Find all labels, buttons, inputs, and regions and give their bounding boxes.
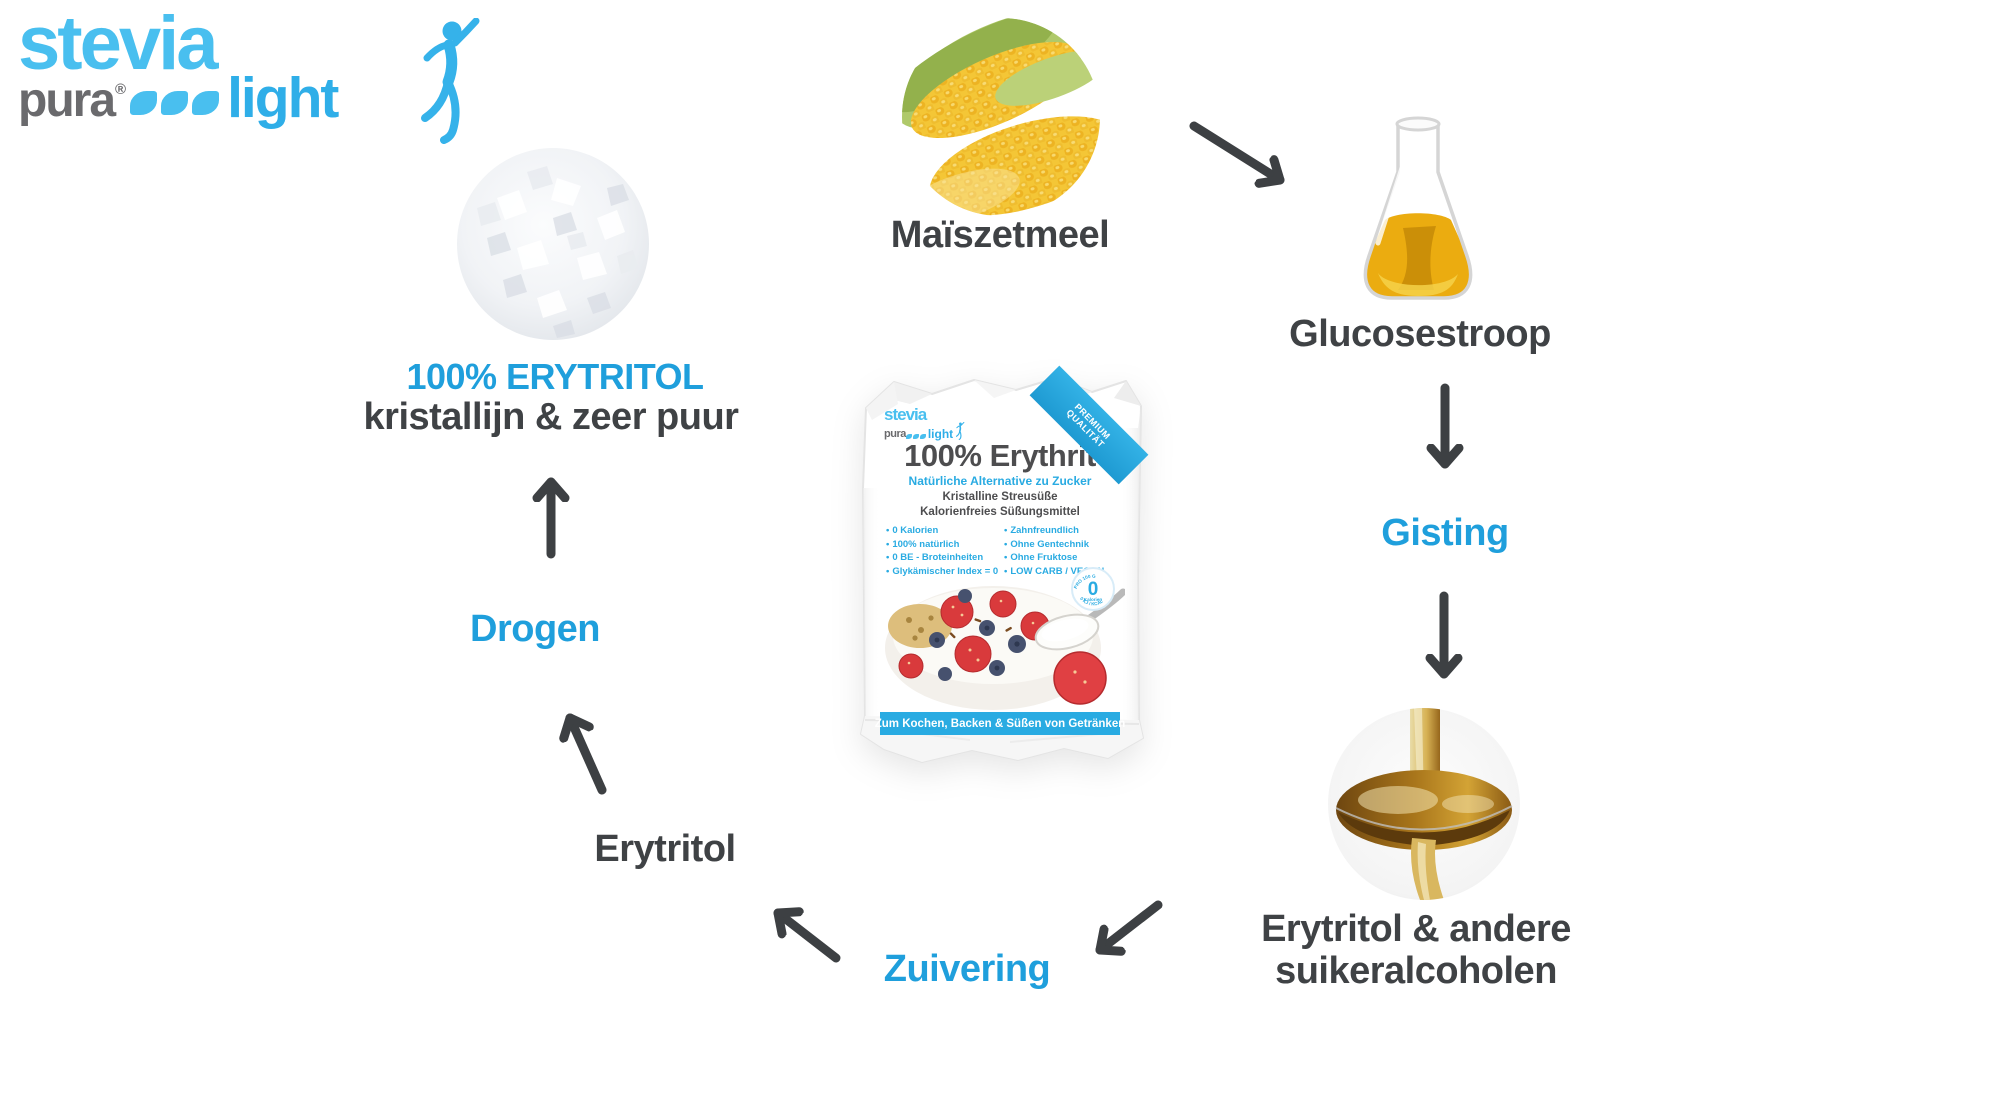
logo-stevia-text: stevia bbox=[18, 1, 219, 86]
package-subtitle: Natürliche Alternative zu Zucker bbox=[908, 474, 1092, 488]
package-logo-light: light bbox=[927, 427, 954, 441]
label-drogen: Drogen bbox=[470, 608, 601, 650]
package-title: 100% Erythrit bbox=[904, 438, 1096, 473]
leaf-icon bbox=[192, 91, 220, 116]
leaf-icon bbox=[913, 434, 920, 439]
logo-pura-text: pura bbox=[18, 74, 116, 128]
package-logo-stevia: stevia bbox=[884, 405, 927, 424]
package-bullets-left: •0 Kalorien •100% natürlich •0 BE - Brot… bbox=[886, 524, 998, 578]
label-erytritol: Erytritol bbox=[594, 828, 736, 870]
badge-value: 0 bbox=[1088, 579, 1099, 600]
flask-image bbox=[1363, 116, 1473, 300]
label-suikeralcoholen-line2: suikeralcoholen bbox=[1275, 950, 1557, 992]
jumping-person-icon bbox=[421, 18, 480, 144]
syrup-image bbox=[1328, 708, 1520, 900]
bullet-item: •Ohne Fruktose bbox=[1004, 552, 1078, 563]
leaf-icon bbox=[920, 434, 927, 439]
bullet-item: •100% natürlich bbox=[886, 538, 960, 550]
label-glucosestroop: Glucosestroop bbox=[1289, 313, 1551, 355]
label-suikeralcoholen: Erytritol & andere suikeralcoholen bbox=[1261, 908, 1571, 992]
bullet-item: •0 Kalorien bbox=[886, 525, 939, 536]
label-gisting: Gisting bbox=[1381, 512, 1509, 554]
leaf-icon bbox=[161, 91, 189, 116]
arrow-corn-to-flask bbox=[1189, 121, 1285, 180]
arrow-erytritol-to-drogen bbox=[570, 713, 607, 795]
package-logo-pura: pura bbox=[884, 428, 906, 440]
logo-light-text: light bbox=[227, 66, 339, 130]
label-final-line1: 100% ERYTRITOL bbox=[406, 356, 704, 397]
leaf-icon bbox=[906, 434, 913, 439]
jumping-person-icon bbox=[956, 422, 965, 440]
package-logo: stevia pura light bbox=[884, 406, 965, 440]
arrow-suikeralcoholen-to-zuivering bbox=[1095, 900, 1163, 950]
label-zuivering: Zuivering bbox=[883, 948, 1051, 990]
package-banner: Zum Kochen, Backen & Süßen von Getränken bbox=[875, 712, 1125, 735]
badge-label: Kalorien bbox=[1084, 597, 1103, 602]
crystals-image bbox=[457, 148, 649, 340]
brand-logo: stevia pura ® light bbox=[18, 1, 480, 146]
label-final-line2: kristallijn & zeer puur bbox=[363, 396, 739, 438]
arrow-zuivering-to-erytritol bbox=[773, 913, 841, 963]
zero-calories-badge: PRO 100 G 0 KJ / KCAL 0 Kalorien bbox=[1071, 567, 1115, 611]
package-line1: Kristalline Streusüße bbox=[942, 491, 1058, 503]
bullet-item: •Glykämischer Index = 0 bbox=[886, 565, 999, 577]
bullet-item: •0 BE - Broteinheiten bbox=[886, 552, 984, 563]
label-maiszetmeel: Maïszetmeel bbox=[890, 214, 1110, 256]
package-image: stevia pura light bbox=[850, 365, 1150, 770]
bullet-item: •Ohne Gentechnik bbox=[1004, 538, 1089, 550]
yogurt-bowl-photo bbox=[885, 586, 1125, 710]
package-bullets-right: •Zahnfreundlich •Ohne Gentechnik •Ohne F… bbox=[1004, 524, 1104, 578]
corn-image bbox=[902, 18, 1100, 216]
bullet-item: •Zahnfreundlich bbox=[1004, 525, 1079, 536]
label-suikeralcoholen-line1: Erytritol & andere bbox=[1261, 908, 1571, 950]
bullet-item: •LOW CARB / VEGAN bbox=[1004, 565, 1105, 577]
package-line2: Kalorienfreies Süßungsmittel bbox=[920, 506, 1080, 518]
leaf-icon bbox=[130, 91, 158, 116]
registered-mark: ® bbox=[115, 81, 127, 99]
